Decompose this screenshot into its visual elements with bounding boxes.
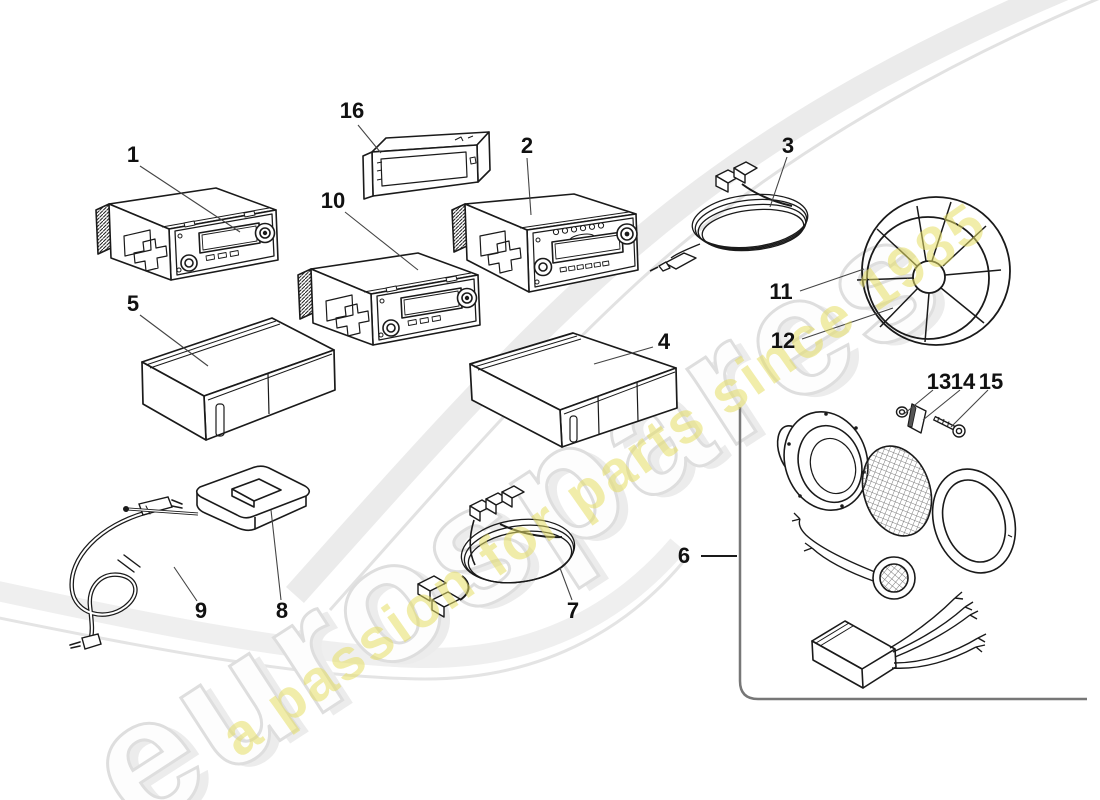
callout-11[interactable]: 11 xyxy=(769,279,793,304)
part-5-cd-magazine-drawing xyxy=(141,317,336,441)
part-16-mounting-cage-drawing xyxy=(362,131,491,200)
part-3-antenna-cable-drawing xyxy=(649,161,809,272)
callout-13[interactable]: 13 xyxy=(926,369,952,394)
part-7-wiring-harness-drawing xyxy=(417,485,576,618)
callout-10[interactable]: 10 xyxy=(320,188,346,213)
part-11-12-speaker-basket-drawing xyxy=(856,196,1011,346)
part-6-speaker-kit-drawing xyxy=(776,410,1017,689)
callout-12[interactable]: 12 xyxy=(770,328,796,353)
callout-14[interactable]: 14 xyxy=(950,369,976,394)
callout-3[interactable]: 3 xyxy=(781,133,795,158)
callout-9[interactable]: 9 xyxy=(194,598,208,623)
callout-15[interactable]: 15 xyxy=(978,369,1004,394)
parts-13-14-15-hardware-drawing xyxy=(895,403,966,438)
callout-4[interactable]: 4 xyxy=(657,329,671,354)
part-6-bracket-line xyxy=(701,407,1087,701)
part-4-cd-magazine-drawing xyxy=(469,332,678,448)
callout-7[interactable]: 7 xyxy=(566,598,580,623)
callout-1[interactable]: 1 xyxy=(126,142,140,167)
callout-2[interactable]: 2 xyxy=(520,133,534,158)
callout-6[interactable]: 6 xyxy=(677,543,691,568)
part-8-antenna-amplifier-drawing xyxy=(123,465,311,532)
callout-16[interactable]: 16 xyxy=(339,98,365,123)
part-2-radio-drawing xyxy=(451,193,639,293)
callout-5[interactable]: 5 xyxy=(126,291,140,316)
leader-lines xyxy=(139,124,989,602)
callout-8[interactable]: 8 xyxy=(275,598,289,623)
